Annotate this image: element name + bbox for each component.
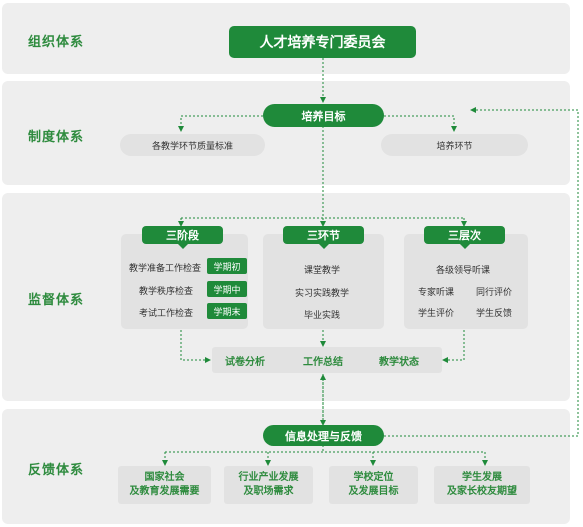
level-item: 学生反馈 [476, 309, 513, 319]
feedback-box-line: 及发展目标 [348, 486, 399, 497]
training-stage-pill: 培养环节 [381, 134, 528, 156]
feedback-box-line: 及家长校友期望 [447, 486, 517, 497]
stages-card-title: 三阶段 [142, 226, 223, 249]
stage-row-tag: 学期中 [207, 281, 247, 297]
feedback-box-line: 及职场需求 [243, 486, 294, 497]
feedback-source-box: 学校定位 及发展目标 [329, 466, 418, 504]
feedback-box-line: 行业产业发展 [238, 472, 299, 483]
feedback-source-box: 行业产业发展 及职场需求 [224, 466, 313, 504]
committee-box: 人才培养专门委员会 [229, 26, 416, 58]
stage-row-text: 教学秩序检查 [139, 287, 194, 297]
level-item: 学生评价 [418, 309, 455, 319]
level-item: 专家听课 [418, 288, 455, 298]
level-item: 同行评价 [476, 288, 513, 298]
stage-row-text: 考试工作检查 [139, 309, 194, 319]
band-label-organization: 组织体系 [28, 35, 85, 50]
feedback-source-box: 学生发展 及家长校友期望 [434, 466, 530, 504]
summary-bar [212, 347, 442, 373]
feedback-box-line: 国家社会 [144, 472, 185, 483]
training-goal-pill: 培养目标 [263, 104, 384, 127]
links-card-title: 三环节 [283, 226, 364, 249]
links-card [263, 234, 384, 329]
stage-row-tag: 学期末 [207, 303, 247, 319]
levels-card [404, 234, 528, 329]
feedback-source-box: 国家社会 及教育发展需要 [118, 466, 211, 504]
stage-row-text: 教学准备工作检查 [129, 264, 202, 274]
feedback-box-line: 学校定位 [353, 472, 394, 483]
band-label-supervision: 监督体系 [28, 293, 85, 308]
quality-standard-pill: 各教学环节质量标准 [120, 134, 265, 156]
link-item: 课堂教学 [304, 266, 341, 276]
link-item: 毕业实践 [304, 311, 341, 321]
band-system [2, 81, 570, 185]
feedback-box-line: 学生发展 [462, 472, 502, 483]
levels-card-title: 三层次 [424, 226, 505, 249]
stage-row-tag: 学期初 [207, 258, 247, 274]
band-label-feedback: 反馈体系 [28, 463, 85, 478]
feedback-box-line: 及教育发展需要 [129, 486, 200, 497]
band-label-system: 制度体系 [28, 130, 85, 145]
summary-item: 试卷分析 [225, 357, 265, 368]
summary-item: 工作总结 [303, 357, 343, 368]
info-feedback-hub: 信息处理与反馈 [263, 425, 384, 446]
summary-item: 教学状态 [379, 357, 419, 368]
link-item: 实习实践教学 [295, 289, 350, 299]
level-top-item: 各级领导听课 [436, 266, 491, 276]
